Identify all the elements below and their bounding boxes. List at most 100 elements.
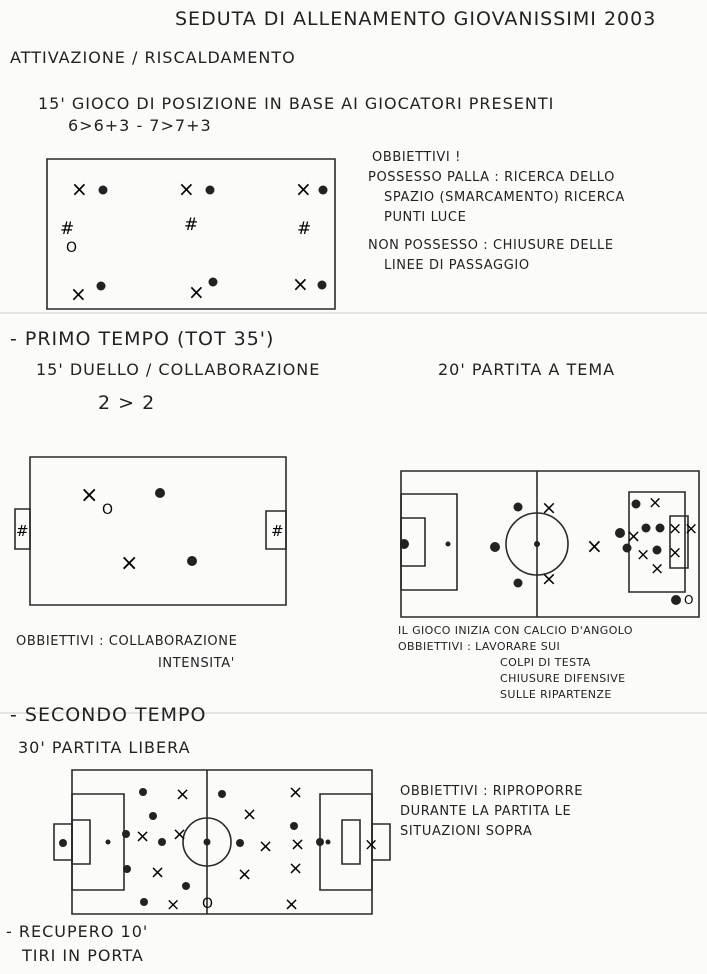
themed-match-note: SULLE RIPARTENZE [500,688,612,701]
player-dot-mark [400,539,409,549]
player-x-mark: × [242,804,258,825]
player-x-mark: × [178,177,196,201]
ring-mark: o [202,896,214,912]
player-x-mark: × [541,497,558,519]
penalty-spot [446,542,451,547]
activation-objective-line: POSSESSO PALLA : RICERCA DELLO [368,170,615,185]
player-dot-mark [99,186,108,195]
neutral-hash-mark: # [60,219,75,239]
duel-objectives-2: INTENSITA' [158,656,235,671]
player-x-mark: × [188,280,206,304]
player-x-mark: × [292,272,310,296]
player-x-mark: × [636,545,651,565]
player-x-mark: × [284,894,300,915]
player-dot-mark [97,282,106,291]
player-x-mark: × [541,568,558,590]
page-title: SEDUTA DI ALLENAMENTO GIOVANISSIMI 2003 [175,8,656,30]
player-x-mark: × [175,784,191,805]
player-dot-mark [316,838,324,846]
themed-match-diagram: × × × × × × × × × × o [400,470,706,620]
player-dot-mark [209,278,218,287]
player-dot-mark [236,839,244,847]
player-x-mark: × [80,483,99,508]
player-dot-mark [122,830,130,838]
activation-objective-line: PUNTI LUCE [384,210,466,225]
recovery-drill: TIRI IN PORTA [22,946,144,965]
free-match-diagram: × × × × × × × × × × × × o × [52,768,392,918]
activation-objective-line: LINEE DI PASSAGGIO [384,258,530,273]
player-dot-mark [158,838,166,846]
player-dot-mark [149,812,157,820]
activation-objectives-label: OBBIETTIVI ! [372,150,461,165]
pitch-outline [30,457,286,605]
player-dot-mark [140,898,148,906]
player-x-mark: × [295,177,313,201]
player-x-mark: × [172,824,188,845]
player-dot-mark [123,865,131,873]
player-dot-mark [514,503,523,512]
player-dot-mark [653,546,662,555]
duel-diagram: # # × o × [14,456,304,608]
themed-match-note: IL GIOCO INIZIA CON CALCIO D'ANGOLO [398,624,633,637]
center-spot [534,541,540,547]
player-dot-mark [318,281,327,290]
player-x-mark: × [650,559,665,579]
activation-objective-line: NON POSSESSO : CHIUSURE DELLE [368,238,614,253]
player-x-mark: × [70,282,88,306]
player-dot-mark [218,790,226,798]
player-dot-mark [155,488,165,498]
player-x-mark: × [166,895,181,915]
activation-objective-line: SPAZIO (SMARCAMENTO) RICERCA [384,190,625,205]
player-x-mark: × [135,826,151,847]
player-x-mark: × [684,519,699,539]
player-dot-mark [656,524,665,533]
player-dot-mark [490,542,500,552]
player-x-mark: × [71,177,89,201]
player-dot-mark [623,544,632,553]
player-x-mark: × [586,534,604,558]
ball-mark: o [102,502,114,518]
themed-match-note: OBBIETTIVI : LAVORARE SUI [398,640,560,653]
goal-area-right [342,820,360,864]
player-x-mark: × [290,834,306,855]
player-dot-mark [642,524,651,533]
player-dot-mark [615,528,625,538]
goal-area-left [72,820,90,864]
player-dot-mark [319,186,328,195]
duel-objectives: OBBIETTIVI : COLLABORAZIONE [16,634,237,649]
player-dot-mark [59,839,67,847]
match-objectives: OBBIETTIVI : RIPROPORRE [400,784,583,799]
second-half-drill: 30' PARTITA LIBERA [18,738,191,757]
player-x-mark: × [288,782,304,803]
penalty-spot [106,840,111,845]
player-dot-mark [671,595,681,605]
player-dot-mark [206,186,215,195]
player-x-mark: × [288,858,304,879]
player-dot-mark [187,556,197,566]
paper-fold [0,312,707,314]
match-objectives: SITUAZIONI SOPRA [400,824,532,839]
themed-match-label: 20' PARTITA A TEMA [438,360,615,379]
activation-heading: ATTIVAZIONE / RISCALDAMENTO [10,48,296,67]
player-x-mark: × [258,836,274,857]
match-objectives: DURANTE LA PARTITA LE [400,804,571,819]
keeper-hash-mark: # [271,522,285,540]
player-dot-mark [139,788,147,796]
center-spot [204,839,211,846]
activation-drill: 15' GIOCO DI POSIZIONE IN BASE AI GIOCAT… [38,94,554,113]
keeper-hash-mark: # [16,522,30,540]
recovery-heading: - RECUPERO 10' [6,922,148,941]
player-x-mark: × [120,551,139,576]
player-x-mark: × [150,862,166,883]
first-half-heading: - PRIMO TEMPO (TOT 35') [10,328,274,350]
themed-match-note: CHIUSURE DIFENSIVE [500,672,626,685]
activation-formats: 6>6+3 - 7>7+3 [68,116,212,135]
second-half-heading: - SECONDO TEMPO [10,704,206,726]
player-x-mark: × [668,519,683,539]
first-half-drill: 15' DUELLO / COLLABORAZIONE [36,360,320,379]
duel-format: 2 > 2 [98,392,155,414]
penalty-area-left [72,794,124,890]
positional-game-diagram: × × × # o # # × × × [46,158,336,310]
player-x-mark: × [237,864,253,885]
neutral-hash-mark: # [297,219,312,239]
